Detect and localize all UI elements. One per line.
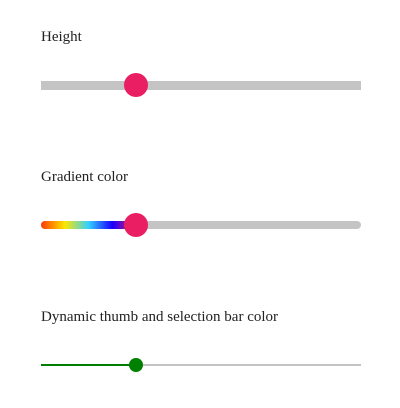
dynamic-slider-label: Dynamic thumb and selection bar color: [41, 309, 279, 325]
height-slider-track[interactable]: [41, 81, 361, 90]
dynamic-slider-track[interactable]: [41, 364, 361, 366]
gradient-slider-label: Gradient color: [41, 169, 129, 185]
height-slider[interactable]: [41, 73, 361, 99]
gradient-slider[interactable]: [41, 212, 361, 238]
gradient-slider-selection-bar: [41, 221, 136, 229]
gradient-slider-track[interactable]: [41, 221, 361, 229]
height-slider-label: Height: [41, 29, 82, 45]
dynamic-slider-selection-bar: [41, 364, 136, 366]
gradient-slider-thumb[interactable]: [124, 213, 148, 237]
dynamic-slider-thumb[interactable]: [129, 358, 143, 372]
height-slider-thumb[interactable]: [124, 73, 148, 97]
dynamic-slider[interactable]: [41, 356, 361, 374]
